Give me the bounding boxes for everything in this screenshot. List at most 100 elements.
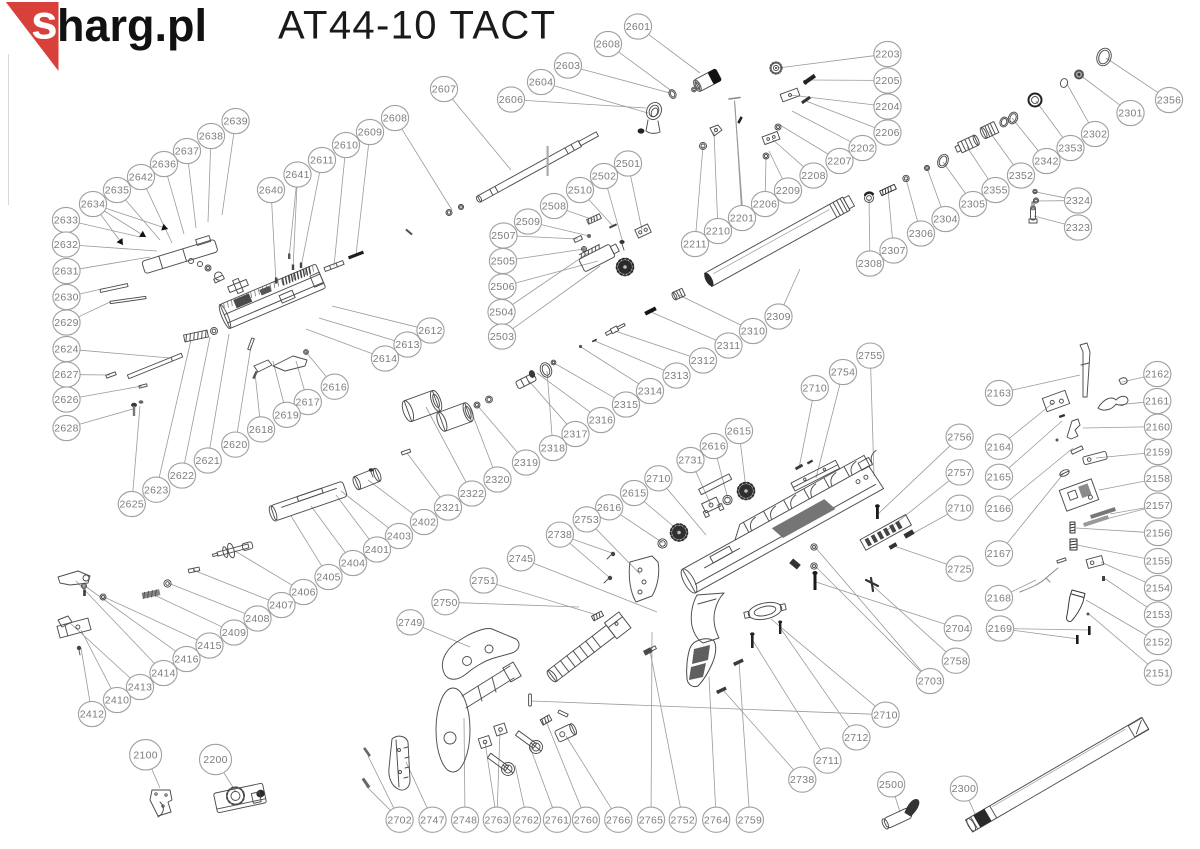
svg-text:2505: 2505 <box>491 256 516 268</box>
svg-text:2166: 2166 <box>987 503 1012 515</box>
svg-text:2745: 2745 <box>509 553 534 565</box>
svg-text:2310: 2310 <box>741 326 766 338</box>
svg-text:2612: 2612 <box>418 325 443 337</box>
svg-text:2638: 2638 <box>199 131 224 143</box>
svg-text:2621: 2621 <box>196 455 221 467</box>
svg-text:2408: 2408 <box>245 613 270 625</box>
svg-text:2155: 2155 <box>1146 556 1171 568</box>
svg-text:harg.pl: harg.pl <box>57 0 207 51</box>
svg-text:2711: 2711 <box>816 755 840 767</box>
svg-text:2738: 2738 <box>548 529 573 541</box>
svg-text:2504: 2504 <box>489 307 514 319</box>
svg-text:2406: 2406 <box>291 587 316 599</box>
svg-text:2208: 2208 <box>801 170 826 182</box>
svg-text:2401: 2401 <box>365 544 390 556</box>
svg-text:2202: 2202 <box>850 143 875 155</box>
svg-text:2506: 2506 <box>490 281 515 293</box>
svg-text:2413: 2413 <box>128 682 153 694</box>
svg-text:2405: 2405 <box>316 572 341 584</box>
svg-text:2508: 2508 <box>542 201 567 213</box>
svg-text:2639: 2639 <box>223 116 248 128</box>
svg-text:2702: 2702 <box>387 814 412 826</box>
svg-text:2407: 2407 <box>269 600 294 612</box>
svg-text:2415: 2415 <box>197 640 222 652</box>
svg-text:2414: 2414 <box>151 668 176 680</box>
svg-text:2509: 2509 <box>516 216 541 228</box>
svg-text:2631: 2631 <box>54 266 79 278</box>
svg-text:2629: 2629 <box>54 317 79 329</box>
svg-text:2756: 2756 <box>947 431 972 443</box>
svg-text:2628: 2628 <box>54 423 79 435</box>
svg-text:2712: 2712 <box>844 732 869 744</box>
svg-text:2609: 2609 <box>358 127 383 139</box>
svg-text:2500: 2500 <box>879 779 904 791</box>
svg-text:2751: 2751 <box>471 575 496 587</box>
svg-text:2747: 2747 <box>420 814 445 826</box>
svg-text:2320: 2320 <box>485 474 510 486</box>
svg-text:2319: 2319 <box>514 457 539 469</box>
svg-text:2154: 2154 <box>1146 583 1171 595</box>
svg-text:2752: 2752 <box>671 814 696 826</box>
svg-text:2204: 2204 <box>875 101 900 113</box>
svg-text:2611: 2611 <box>310 155 334 167</box>
svg-text:2710: 2710 <box>947 502 972 514</box>
svg-text:2158: 2158 <box>1146 473 1171 485</box>
svg-text:2507: 2507 <box>491 230 516 242</box>
svg-text:2625: 2625 <box>120 499 145 511</box>
svg-text:2738: 2738 <box>790 774 815 786</box>
svg-text:2761: 2761 <box>545 814 570 826</box>
svg-text:s: s <box>31 0 58 50</box>
svg-text:2156: 2156 <box>1146 528 1171 540</box>
svg-text:2632: 2632 <box>54 239 79 251</box>
svg-text:2704: 2704 <box>946 623 971 635</box>
svg-text:2753: 2753 <box>574 514 599 526</box>
svg-text:2209: 2209 <box>776 185 801 197</box>
svg-text:2152: 2152 <box>1146 637 1171 649</box>
svg-text:2410: 2410 <box>105 695 130 707</box>
svg-text:2200: 2200 <box>203 754 228 766</box>
svg-text:2641: 2641 <box>285 169 310 181</box>
svg-text:2760: 2760 <box>574 814 599 826</box>
svg-text:2615: 2615 <box>622 488 647 500</box>
svg-text:2305: 2305 <box>961 199 986 211</box>
svg-text:2620: 2620 <box>223 439 248 451</box>
svg-text:2302: 2302 <box>1083 129 1108 141</box>
svg-text:2502: 2502 <box>592 171 617 183</box>
svg-text:2206: 2206 <box>753 199 778 211</box>
svg-text:2323: 2323 <box>1066 222 1091 234</box>
svg-text:2759: 2759 <box>738 814 763 826</box>
svg-text:2510: 2510 <box>568 185 593 197</box>
svg-text:2169: 2169 <box>988 623 1013 635</box>
svg-text:2610: 2610 <box>334 140 359 152</box>
svg-text:2342: 2342 <box>1034 156 1059 168</box>
svg-text:2725: 2725 <box>947 563 972 575</box>
svg-text:2616: 2616 <box>597 502 622 514</box>
svg-text:2210: 2210 <box>706 226 731 238</box>
svg-text:2308: 2308 <box>858 258 883 270</box>
svg-text:2322: 2322 <box>460 488 485 500</box>
svg-text:2617: 2617 <box>296 397 321 409</box>
svg-text:2165: 2165 <box>987 471 1012 483</box>
svg-text:2300: 2300 <box>952 783 977 795</box>
svg-text:2313: 2313 <box>664 370 689 382</box>
svg-text:2710: 2710 <box>803 383 828 395</box>
svg-text:2624: 2624 <box>54 344 79 356</box>
svg-text:2731: 2731 <box>678 455 703 467</box>
svg-text:2163: 2163 <box>987 388 1012 400</box>
svg-text:2356: 2356 <box>1157 95 1182 107</box>
svg-text:2315: 2315 <box>614 399 639 411</box>
svg-text:2355: 2355 <box>983 185 1008 197</box>
svg-text:2100: 2100 <box>133 749 158 761</box>
svg-text:2318: 2318 <box>541 443 566 455</box>
svg-text:2630: 2630 <box>54 292 79 304</box>
svg-text:2764: 2764 <box>704 814 729 826</box>
svg-text:2205: 2205 <box>875 75 900 87</box>
svg-text:2618: 2618 <box>249 424 274 436</box>
svg-text:2503: 2503 <box>490 331 515 343</box>
svg-text:2159: 2159 <box>1146 447 1171 459</box>
svg-text:2762: 2762 <box>515 814 540 826</box>
svg-text:2211: 2211 <box>683 239 707 251</box>
svg-text:2634: 2634 <box>81 199 106 211</box>
svg-text:2162: 2162 <box>1145 369 1170 381</box>
svg-text:2153: 2153 <box>1146 609 1171 621</box>
